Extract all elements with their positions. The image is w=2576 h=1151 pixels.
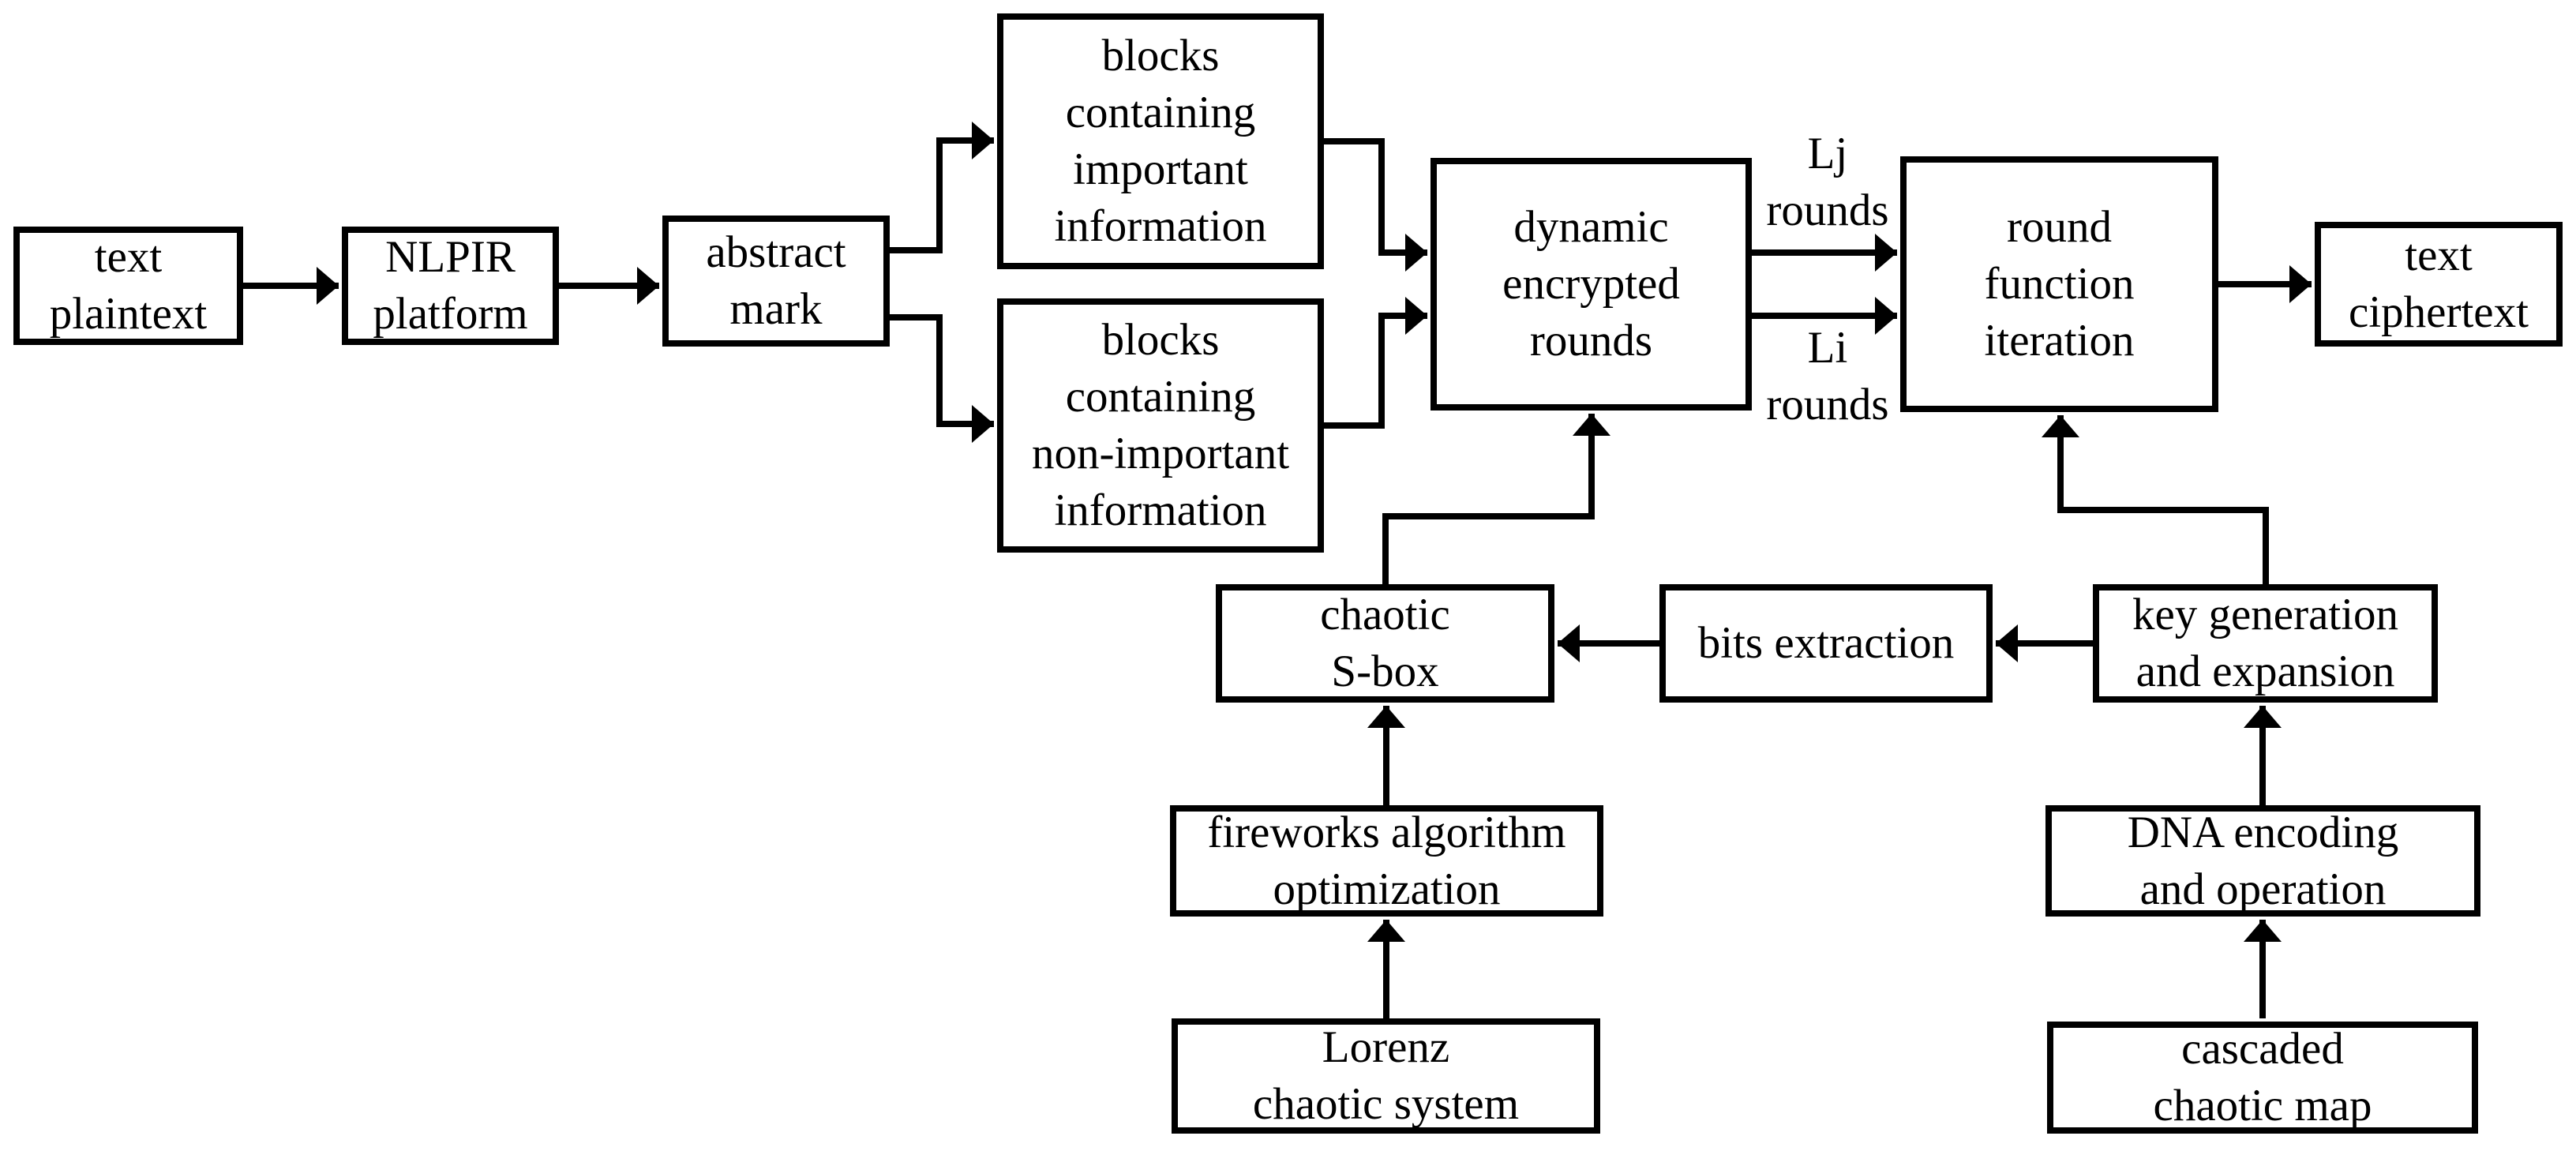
node-cascaded-chaotic-map: cascaded chaotic map xyxy=(2047,1022,2478,1134)
node-bits-extraction-label: bits extraction xyxy=(1697,618,1955,668)
node-blocks-important-label: blocks containing important information xyxy=(1054,31,1267,251)
node-dna-encoding: DNA encoding and operation xyxy=(2045,805,2480,917)
node-bits-extraction: bits extraction xyxy=(1659,584,1993,703)
node-text-plaintext-label: text plaintext xyxy=(49,232,208,339)
edge-label-lj-rounds: Lj rounds xyxy=(1766,129,1889,235)
node-blocks-non-important-label: blocks containing non-important informat… xyxy=(1031,315,1290,535)
node-text-ciphertext-label: text ciphertext xyxy=(2349,231,2529,337)
node-blocks-non-important: blocks containing non-important informat… xyxy=(997,298,1324,553)
edge-label-li-rounds: Li rounds xyxy=(1766,323,1889,429)
edge-chaotic-sbox-to-dynamic-rounds xyxy=(1382,414,1610,584)
node-chaotic-sbox-label: chaotic S-box xyxy=(1320,590,1450,696)
node-dna-encoding-label: DNA encoding and operation xyxy=(2127,807,2399,914)
node-abstract-mark-label: abstract mark xyxy=(706,227,846,334)
node-round-function-iteration: round function iteration xyxy=(1900,156,2218,412)
node-text-ciphertext: text ciphertext xyxy=(2315,222,2563,347)
node-chaotic-sbox: chaotic S-box xyxy=(1216,584,1554,703)
edge-abstract-mark-to-blocks-non-important xyxy=(890,314,994,443)
edge-key-generation-to-round-function xyxy=(2042,415,2269,584)
edge-blocks-non-important-to-dynamic-rounds xyxy=(1324,297,1427,429)
node-key-generation: key generation and expansion xyxy=(2093,584,2438,703)
node-blocks-important: blocks containing important information xyxy=(997,13,1324,269)
node-nlpir-platform: NLPIR platform xyxy=(342,227,559,345)
node-dynamic-encrypted-rounds-label: dynamic encrypted rounds xyxy=(1502,202,1680,366)
node-cascaded-chaotic-map-label: cascaded chaotic map xyxy=(2153,1024,2372,1130)
node-round-function-iteration-label: round function iteration xyxy=(1984,202,2135,366)
node-fireworks-optimization-label: fireworks algorithm optimization xyxy=(1207,807,1566,914)
node-text-plaintext: text plaintext xyxy=(13,227,243,345)
node-key-generation-label: key generation and expansion xyxy=(2132,590,2399,696)
node-lorenz-chaotic-system: Lorenz chaotic system xyxy=(1172,1018,1600,1134)
node-abstract-mark: abstract mark xyxy=(662,216,890,347)
node-lorenz-chaotic-system-label: Lorenz chaotic system xyxy=(1252,1022,1520,1129)
edge-blocks-important-to-dynamic-rounds xyxy=(1324,138,1427,272)
node-fireworks-optimization: fireworks algorithm optimization xyxy=(1170,805,1603,917)
edge-abstract-mark-to-blocks-important xyxy=(890,122,994,253)
node-nlpir-platform-label: NLPIR platform xyxy=(373,232,528,339)
node-dynamic-encrypted-rounds: dynamic encrypted rounds xyxy=(1430,158,1752,411)
